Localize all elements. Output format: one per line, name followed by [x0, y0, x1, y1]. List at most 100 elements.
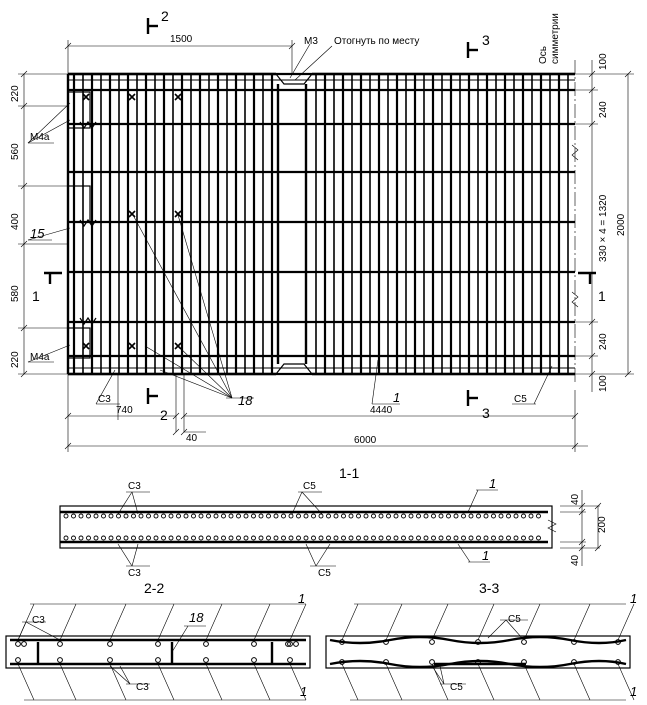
bar-dot — [536, 513, 541, 519]
bar-dot — [108, 513, 114, 519]
bar-dot — [86, 513, 91, 519]
s11-dim-40-bottom: 40 — [570, 554, 581, 566]
s11-c5-top: С5 — [303, 481, 316, 492]
bar-dot — [71, 535, 76, 541]
section-1-1-dots — [63, 513, 541, 541]
cut-mark-2-top: 2 — [146, 8, 169, 34]
leader — [205, 603, 223, 641]
cut-mark-3-bottom: 3 — [466, 390, 490, 421]
bar-dot — [78, 535, 84, 541]
leader — [341, 663, 359, 701]
bar-dot — [429, 659, 435, 665]
dim-100-bottom: 100 — [598, 375, 609, 392]
leader-m4a-top-2 — [27, 119, 71, 144]
bar-dot — [326, 535, 331, 541]
dim-100-top: 100 — [598, 53, 609, 70]
bar-dot — [513, 513, 519, 519]
s11-c3-bottom: С3 — [128, 568, 141, 579]
bar-dot — [431, 535, 436, 541]
bar-dot — [521, 535, 526, 541]
bar-dot — [146, 513, 151, 519]
leader-15 — [27, 227, 71, 241]
bar-dot — [116, 513, 121, 519]
bar-dot — [251, 657, 257, 663]
bar-dot — [236, 535, 241, 541]
bar-dot — [221, 513, 226, 519]
bar-dot — [146, 535, 151, 541]
s33-c5-bottom: С5 — [450, 682, 463, 693]
bar-dot — [138, 513, 144, 519]
dim-2000: 2000 — [616, 213, 627, 236]
bar-dot — [293, 641, 299, 647]
leader — [523, 663, 541, 701]
leader — [59, 663, 77, 701]
bend-bottom — [275, 363, 313, 375]
section-3-3-outline — [325, 635, 631, 669]
leader — [109, 603, 127, 641]
bar-dot — [155, 657, 161, 663]
leader — [385, 663, 403, 701]
bar-dot — [303, 535, 309, 541]
dim-4440: 4440 — [370, 405, 393, 416]
zigzag-marks — [79, 120, 97, 326]
bar-dot — [363, 513, 369, 519]
bar-dot — [438, 513, 444, 519]
leader — [205, 663, 223, 701]
bar-dot — [513, 535, 519, 541]
svg-text:1: 1 — [32, 288, 40, 304]
leader-m4a-top-1 — [27, 102, 71, 144]
section-2-2-dots — [15, 641, 299, 663]
bar-dot — [101, 535, 106, 541]
bar-dot — [333, 513, 339, 519]
leader — [477, 603, 495, 641]
bar-dot — [528, 513, 534, 519]
label-m3: М3 — [304, 36, 318, 47]
bar-dot — [393, 513, 399, 519]
section-2-2-title: 2-2 — [144, 580, 164, 596]
leader — [617, 603, 635, 641]
label-1-plan: 1 — [393, 390, 400, 405]
bar-dot — [191, 513, 196, 519]
bar-dot — [341, 513, 346, 519]
bar-dot — [251, 641, 257, 647]
leaders-18 — [132, 214, 254, 399]
bar-dot — [491, 535, 496, 541]
leader — [17, 663, 35, 701]
label-bend-note: Отогнуть по месту — [334, 36, 419, 47]
bar-dot — [483, 535, 489, 541]
bar-dot — [15, 657, 21, 663]
leader — [253, 603, 271, 641]
leader — [253, 663, 271, 701]
leader — [523, 603, 541, 641]
bar-dot — [461, 535, 466, 541]
bar-dot — [273, 513, 279, 519]
bar-dot — [198, 535, 204, 541]
bar-dot — [281, 535, 286, 541]
leader — [617, 663, 635, 701]
bar-dot — [506, 513, 511, 519]
bend-top — [275, 73, 313, 85]
leader — [341, 603, 359, 641]
s11-dim-200: 200 — [597, 516, 608, 533]
dim-740: 740 — [116, 405, 133, 416]
axis-break-1 — [571, 144, 579, 161]
bar-dot — [371, 513, 376, 519]
dim-240-bottom: 240 — [598, 333, 609, 350]
bar-dot — [206, 535, 211, 541]
bar-dot — [123, 535, 129, 541]
bar-dot — [423, 535, 429, 541]
dim-400: 400 — [10, 213, 21, 230]
leader — [289, 603, 307, 641]
plan-dim-text: 1500 740 40 4440 6000 220 560 400 580 22… — [10, 34, 627, 446]
bar-dot — [21, 641, 27, 647]
bar-dot — [168, 535, 174, 541]
axis-label-1: Ось — [538, 46, 549, 64]
leader-m3 — [289, 43, 311, 79]
bar-dot — [243, 513, 249, 519]
svg-text:1: 1 — [598, 288, 606, 304]
dim-220-bottom: 220 — [10, 351, 21, 368]
bar-dot — [401, 513, 406, 519]
bar-dot — [483, 513, 489, 519]
bar-dot — [311, 535, 316, 541]
leader — [289, 663, 307, 701]
